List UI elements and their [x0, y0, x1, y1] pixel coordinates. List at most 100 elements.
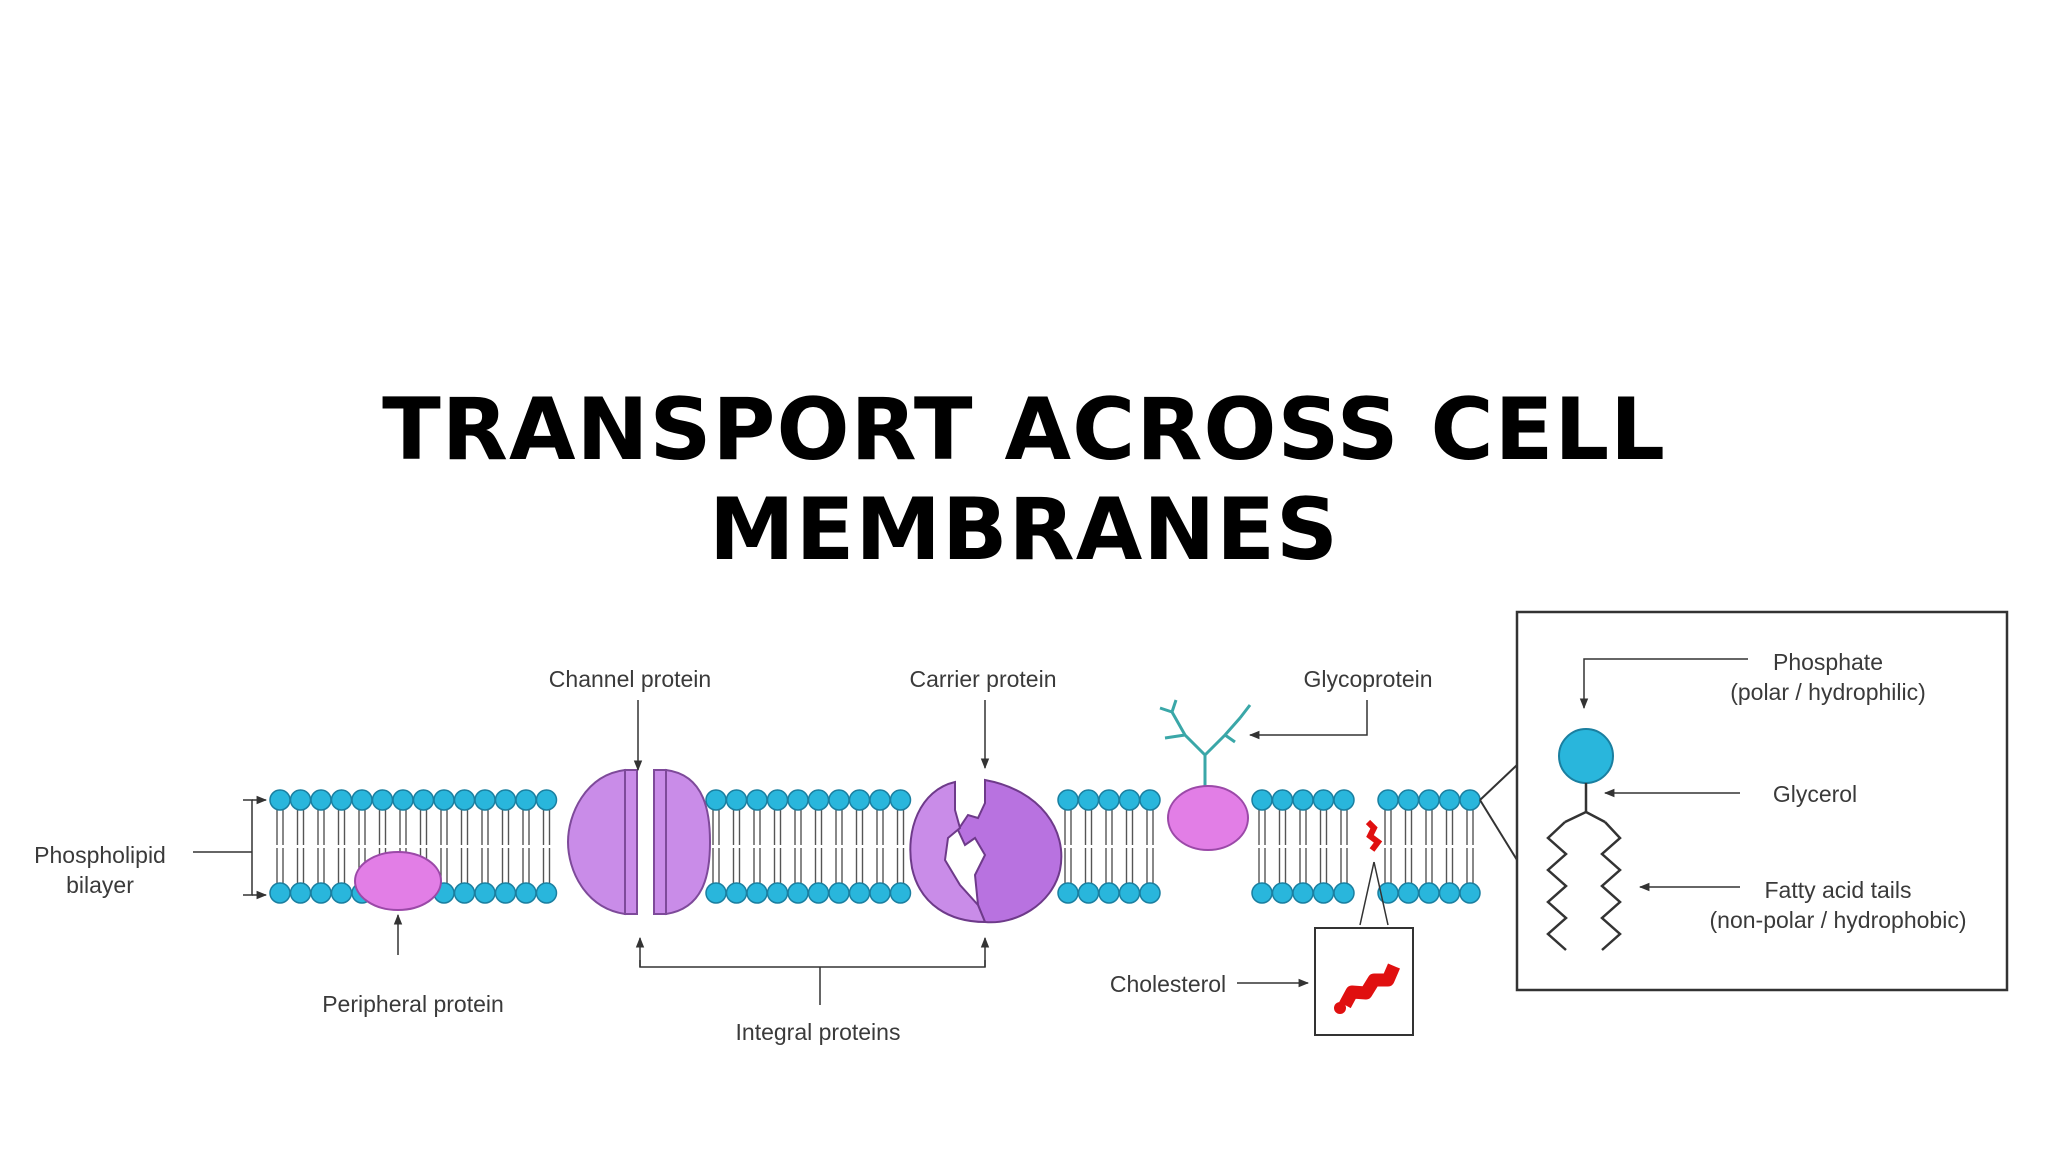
peripheral-protein [354, 851, 442, 911]
phospholipid-head [807, 789, 830, 811]
phospholipid-head [828, 789, 850, 811]
phospholipid-head [1333, 789, 1355, 811]
phospholipid-head [787, 882, 809, 904]
phospholipid-head [453, 789, 476, 811]
label-glycoprotein: Glycoprotein [1303, 666, 1432, 692]
phospholipid-head [289, 789, 312, 811]
glycoprotein [1159, 699, 1252, 851]
phospholipid-head [1459, 882, 1481, 904]
phospholipid-head [412, 789, 435, 811]
phospholipid-head [494, 789, 517, 811]
phospholipid-head [392, 789, 414, 811]
label-peripheral-protein: Peripheral protein [322, 991, 504, 1017]
phospholipid-head [269, 882, 291, 904]
label-carrier-protein: Carrier protein [910, 666, 1057, 692]
phospholipid-head [310, 789, 332, 811]
label-phospholipid-bilayer-1: Phospholipid [34, 842, 166, 868]
bilayer-bracket [193, 795, 268, 900]
phospholipid-head [1459, 789, 1481, 811]
label-phospholipid-bilayer-2: bilayer [66, 872, 134, 898]
label-fatty-acid-1: Fatty acid tails [1765, 877, 1912, 903]
phospholipid-head [705, 882, 727, 904]
phospholipid-head [371, 789, 394, 811]
title-line-2: MEMBRANES [709, 480, 1339, 580]
phospholipid-head [787, 789, 809, 811]
label-channel-protein: Channel protein [549, 666, 711, 692]
label-glycerol: Glycerol [1773, 781, 1857, 807]
phospholipid-head [1077, 789, 1100, 811]
phospholipid-head [848, 789, 871, 811]
phospholipid-head [807, 882, 830, 904]
phospholipid-head [474, 882, 496, 904]
phospholipid-head [515, 789, 537, 811]
cholesterol-box [1314, 927, 1414, 1036]
phospholipid-head [1098, 882, 1120, 904]
phospholipid-head [1418, 882, 1440, 904]
phospholipid-head [330, 882, 353, 904]
phospholipid-head [869, 789, 891, 811]
page-title: TRANSPORT ACROSS CELL MEMBRANES [0, 380, 2048, 580]
phospholipid-head [766, 882, 789, 904]
phospholipid-head [269, 789, 291, 811]
phospholipid-head [746, 789, 768, 811]
phospholipid-head [725, 882, 748, 904]
phospholipid-head [1397, 882, 1420, 904]
phospholipid-head [494, 882, 517, 904]
fatty-acid-tail-2 [1600, 821, 1622, 951]
phospholipid-inset [1479, 610, 2009, 992]
phospholipid-head [869, 882, 891, 904]
fatty-acid-tail-1 [1546, 821, 1568, 951]
label-integral-proteins: Integral proteins [736, 1019, 901, 1045]
channel-protein [566, 768, 712, 916]
phospholipid-head [330, 789, 353, 811]
phospholipid-head [705, 789, 727, 811]
phospholipid-head [1292, 882, 1314, 904]
phospholipid-head [535, 789, 558, 811]
label-phosphate-2: (polar / hydrophilic) [1730, 679, 1926, 705]
title-line-1: TRANSPORT ACROSS CELL [382, 380, 1666, 480]
phospholipid-head [1118, 789, 1141, 811]
phospholipid-head [1312, 789, 1335, 811]
phospholipid-head [1139, 789, 1161, 811]
phospholipid-head [310, 882, 332, 904]
phospholipid-head [848, 882, 871, 904]
phospholipid-head [535, 882, 558, 904]
label-phosphate-1: Phosphate [1773, 649, 1883, 675]
phospholipid-head [1077, 882, 1100, 904]
phospholipid-head [1118, 882, 1141, 904]
leader-arrows [393, 700, 1368, 1005]
phospholipid-head [1312, 882, 1335, 904]
phospholipid-head [1377, 789, 1399, 811]
phospholipid-head [474, 789, 496, 811]
phospholipid-head [433, 789, 455, 811]
label-cholesterol: Cholesterol [1110, 971, 1226, 997]
phospholipid-head [289, 882, 312, 904]
phospholipid-head [1418, 789, 1440, 811]
phospholipid-head [746, 882, 768, 904]
phospholipid-head [1139, 882, 1161, 904]
phosphate-head [1558, 728, 1614, 784]
phospholipid-head [1098, 789, 1120, 811]
phospholipid-head [725, 789, 748, 811]
carrier-protein [909, 778, 1063, 924]
phospholipid-head [889, 789, 912, 811]
phospholipid-head [453, 882, 476, 904]
phospholipid-head [766, 789, 789, 811]
phospholipid-head [351, 789, 373, 811]
phospholipid-head [1251, 789, 1273, 811]
phospholipid-head [1271, 882, 1294, 904]
phospholipid-head [1057, 789, 1079, 811]
phospholipid-head [1397, 789, 1420, 811]
phospholipid-bilayer [269, 789, 1481, 904]
label-fatty-acid-2: (non-polar / hydrophobic) [1710, 907, 1967, 933]
phospholipid-head [1438, 882, 1461, 904]
phospholipid-head [1333, 882, 1355, 904]
cholesterol-molecule [1359, 819, 1389, 926]
phospholipid-head [1057, 882, 1079, 904]
phospholipid-head [1251, 882, 1273, 904]
phospholipid-head [1292, 789, 1314, 811]
phospholipid-head [515, 882, 537, 904]
phospholipid-head [1271, 789, 1294, 811]
phospholipid-head [1438, 789, 1461, 811]
